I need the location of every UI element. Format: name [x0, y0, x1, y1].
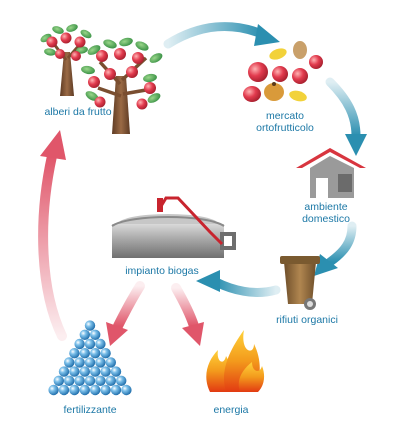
fertilizer-granule [90, 348, 101, 359]
fertilizer-granule [74, 338, 85, 350]
fertilizer-granule [79, 348, 91, 359]
fertilizer-granule [84, 357, 96, 368]
label-trees: alberi da frutto [44, 106, 112, 118]
label-home-line1: ambiente [304, 201, 348, 213]
fertilizer-granule [48, 384, 59, 396]
arrow-fertilizer-to-trees [38, 130, 67, 341]
fertilizer-granule [58, 366, 70, 377]
fertilizer-granule [69, 348, 80, 359]
fertilizer-granule [69, 366, 80, 377]
fruit-market-icon [243, 41, 323, 102]
fertilizer-pile-icon [48, 320, 132, 396]
fertilizer-granule [110, 384, 122, 396]
biogas-plant-icon [111, 196, 236, 258]
fertilizer-granule [63, 357, 75, 368]
flame-icon [206, 330, 265, 392]
arrow-home-to-waste [314, 221, 357, 276]
label-market: mercato ortofrutticolo [240, 110, 330, 134]
fertilizer-granule [90, 384, 101, 396]
fertilizer-granule [79, 384, 91, 396]
organic-waste-bin-icon [280, 256, 320, 310]
fertilizer-granule [58, 384, 70, 396]
label-waste: rifiuti organici [276, 314, 338, 326]
fertilizer-granule [121, 384, 132, 396]
fertilizer-granule [74, 375, 85, 386]
label-fertilizer: fertilizzante [63, 404, 117, 416]
house-icon [296, 148, 366, 198]
fertilizer-granule [95, 357, 106, 368]
fertilizer-granule [90, 329, 101, 340]
fertilizer-granule [95, 375, 106, 386]
fertilizer-granule [90, 366, 101, 377]
fertilizer-granule [74, 357, 85, 368]
fertilizer-granule [79, 329, 91, 340]
fruit-trees-icon [40, 24, 163, 134]
label-home-line2: domestico [302, 213, 350, 225]
label-market-line1: mercato [266, 110, 304, 122]
arrow-biogas-to-fertilizer [106, 281, 145, 346]
fertilizer-granule [100, 348, 111, 359]
fertilizer-granule [100, 384, 111, 396]
fertilizer-granule [116, 375, 127, 386]
arrow-trees-to-market [163, 22, 280, 49]
label-market-line2: ortofrutticolo [256, 122, 314, 134]
label-home: ambiente domestico [286, 201, 366, 225]
fertilizer-granule [84, 375, 96, 386]
fertilizer-granule [105, 375, 117, 386]
fertilizer-granule [53, 375, 64, 386]
fertilizer-granule [100, 366, 111, 377]
fertilizer-granule [84, 320, 96, 331]
fertilizer-granule [95, 338, 106, 350]
fertilizer-granule [110, 366, 122, 377]
arrow-market-to-home [325, 77, 367, 156]
fertilizer-granule [79, 366, 91, 377]
fertilizer-granule [69, 384, 80, 396]
fertilizer-granule [105, 357, 117, 368]
fertilizer-granule [84, 338, 96, 350]
fertilizer-granule [63, 375, 75, 386]
label-energy: energia [213, 404, 249, 416]
arrow-biogas-to-energy [171, 283, 204, 346]
arrow-waste-to-biogas [196, 270, 281, 297]
label-biogas: impianto biogas [125, 265, 199, 277]
